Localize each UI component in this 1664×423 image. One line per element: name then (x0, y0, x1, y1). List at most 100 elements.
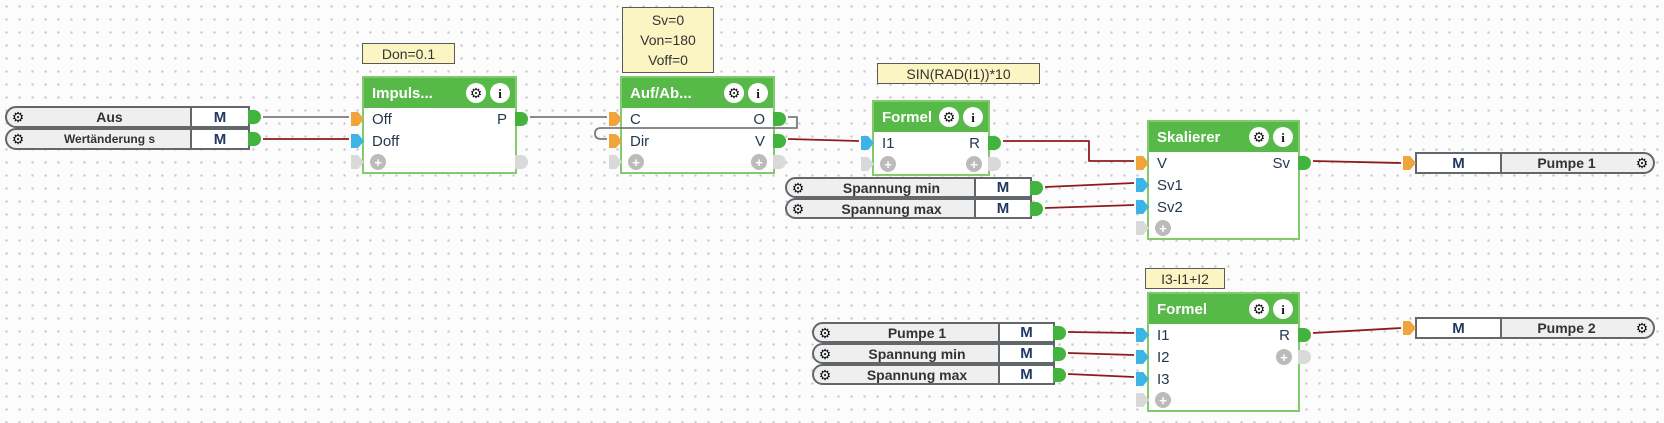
block-formel-top[interactable]: Formel ⚙ i I1 R + + (861, 100, 1001, 176)
output-port-nub[interactable] (988, 136, 1001, 150)
gear-icon[interactable]: ⚙ (1635, 155, 1649, 171)
add-output-icon[interactable]: + (966, 156, 982, 172)
output-port-nub[interactable] (1298, 328, 1311, 342)
gear-icon[interactable]: ⚙ (818, 366, 832, 383)
parameter-label-formel-bottom[interactable]: I3-I1+I2 (1145, 268, 1225, 289)
input-connector-pumpe1[interactable]: ⚙ Pumpe 1 M (812, 322, 1066, 343)
wire-v-to-i1[interactable] (787, 138, 860, 142)
gear-icon[interactable]: ⚙ (1249, 127, 1269, 147)
parameter-label-impuls[interactable]: Don=0.1 (362, 43, 455, 64)
info-icon[interactable]: i (748, 83, 768, 103)
wire-spannungmax-to-i3[interactable] (1067, 373, 1135, 378)
spare-input-arrow[interactable] (1136, 221, 1149, 235)
output-connector-pumpe1[interactable]: M Pumpe 1 ⚙ (1403, 152, 1655, 174)
block-header[interactable]: Skalierer ⚙ i (1149, 122, 1298, 152)
port-row: I2 + (1136, 346, 1311, 368)
input-connector-wertaenderung[interactable]: ⚙ Wertänderung s M (5, 128, 261, 150)
output-port-nub[interactable] (773, 134, 786, 148)
gear-icon[interactable]: ⚙ (818, 345, 832, 362)
block-impuls[interactable]: Impuls... ⚙ i Off P Doff + (351, 76, 528, 174)
gear-icon[interactable]: ⚙ (818, 324, 832, 341)
output-port-nub[interactable] (248, 132, 261, 146)
input-connector-aus[interactable]: ⚙ Aus M (5, 106, 261, 128)
input-connector-spannung-max-2[interactable]: ⚙ Spannung max M (812, 364, 1066, 385)
input-port-arrow[interactable] (1136, 178, 1149, 192)
gear-icon[interactable]: ⚙ (724, 83, 744, 103)
block-formel-bottom[interactable]: Formel ⚙ i I1 R I2 + I3 + (1136, 292, 1311, 412)
add-input-icon[interactable]: + (628, 154, 644, 170)
input-port-arrow[interactable] (861, 136, 874, 150)
info-icon[interactable]: i (963, 107, 983, 127)
input-port-arrow[interactable] (351, 134, 364, 148)
input-connector-spannung-max[interactable]: ⚙ Spannung max M (785, 198, 1043, 219)
input-port-arrow[interactable] (351, 112, 364, 126)
input-port-label: Sv1 (1157, 176, 1183, 194)
add-output-icon[interactable]: + (1276, 349, 1292, 365)
add-input-icon[interactable]: + (1155, 392, 1171, 408)
wire-spannungmax-to-sv2[interactable] (1044, 204, 1135, 209)
output-port-nub[interactable] (773, 112, 786, 126)
connector-label: Spannung max (866, 366, 968, 383)
output-port-nub[interactable] (1030, 201, 1043, 216)
input-port-arrow[interactable] (1136, 328, 1149, 342)
input-port-arrow[interactable] (609, 112, 622, 126)
gear-icon[interactable]: ⚙ (939, 107, 959, 127)
spare-output-nub[interactable] (1298, 350, 1311, 364)
wire-spannungmin-to-i2[interactable] (1067, 352, 1135, 356)
input-connector-spannung-min-2[interactable]: ⚙ Spannung min M (812, 343, 1066, 364)
input-port-arrow[interactable] (1136, 350, 1149, 364)
gear-icon[interactable]: ⚙ (1249, 299, 1269, 319)
gear-icon[interactable]: ⚙ (11, 131, 25, 147)
gear-icon[interactable]: ⚙ (791, 200, 805, 217)
output-port-nub[interactable] (515, 112, 528, 126)
input-port-arrow[interactable] (1403, 156, 1416, 170)
spare-input-arrow[interactable] (861, 157, 874, 171)
wire-sv-to-pumpe1[interactable] (1312, 160, 1402, 164)
output-port-nub[interactable] (1053, 325, 1066, 340)
parameter-label-aufab[interactable]: Sv=0 Von=180 Voff=0 (622, 7, 714, 73)
wire-r-to-v[interactable] (1003, 140, 1134, 162)
gear-icon[interactable]: ⚙ (11, 109, 25, 125)
wire-pumpe1-to-i1[interactable] (1067, 331, 1135, 334)
block-aufab[interactable]: Auf/Ab... ⚙ i C O Dir V + + (609, 76, 786, 174)
output-connector-pumpe2[interactable]: M Pumpe 2 ⚙ (1403, 317, 1655, 339)
input-connector-spannung-min[interactable]: ⚙ Spannung min M (785, 177, 1043, 198)
block-header[interactable]: Formel ⚙ i (874, 102, 988, 132)
spare-input-arrow[interactable] (351, 155, 364, 169)
info-icon[interactable]: i (490, 83, 510, 103)
output-port-nub[interactable] (1030, 180, 1043, 195)
block-header[interactable]: Auf/Ab... ⚙ i (622, 78, 773, 108)
add-input-icon[interactable]: + (880, 156, 896, 172)
output-port-nub[interactable] (1053, 346, 1066, 361)
add-input-icon[interactable]: + (1155, 220, 1171, 236)
block-skalierer[interactable]: Skalierer ⚙ i V Sv Sv1 Sv2 + (1136, 120, 1311, 240)
spare-input-arrow[interactable] (1136, 393, 1149, 407)
info-icon[interactable]: i (1273, 127, 1293, 147)
input-port-arrow[interactable] (1136, 200, 1149, 214)
input-port-arrow[interactable] (1136, 372, 1149, 386)
block-header[interactable]: Impuls... ⚙ i (364, 78, 515, 108)
wire-spannungmin-to-sv1[interactable] (1044, 182, 1135, 188)
add-input-icon[interactable]: + (370, 154, 386, 170)
input-port-arrow[interactable] (1403, 321, 1416, 335)
info-icon[interactable]: i (1273, 299, 1293, 319)
gear-icon[interactable]: ⚙ (1635, 320, 1649, 336)
output-port-nub[interactable] (1298, 156, 1311, 170)
spare-output-nub[interactable] (515, 155, 528, 169)
spare-output-nub[interactable] (988, 157, 1001, 171)
block-header[interactable]: Formel ⚙ i (1149, 294, 1298, 324)
spare-output-nub[interactable] (773, 155, 786, 169)
wire-r-to-pumpe2[interactable] (1312, 327, 1402, 334)
gear-icon[interactable]: ⚙ (466, 83, 486, 103)
output-port-nub[interactable] (248, 110, 261, 124)
gear-icon[interactable]: ⚙ (791, 179, 805, 196)
spare-input-arrow[interactable] (609, 155, 622, 169)
input-port-arrow[interactable] (609, 134, 622, 148)
input-port-label: Off (372, 110, 392, 128)
output-port-nub[interactable] (1053, 367, 1066, 382)
parameter-label-formel-top[interactable]: SIN(RAD(I1))*10 (877, 63, 1040, 84)
add-output-icon[interactable]: + (751, 154, 767, 170)
input-port-arrow[interactable] (1136, 156, 1149, 170)
connector-label: Aus (96, 109, 123, 125)
